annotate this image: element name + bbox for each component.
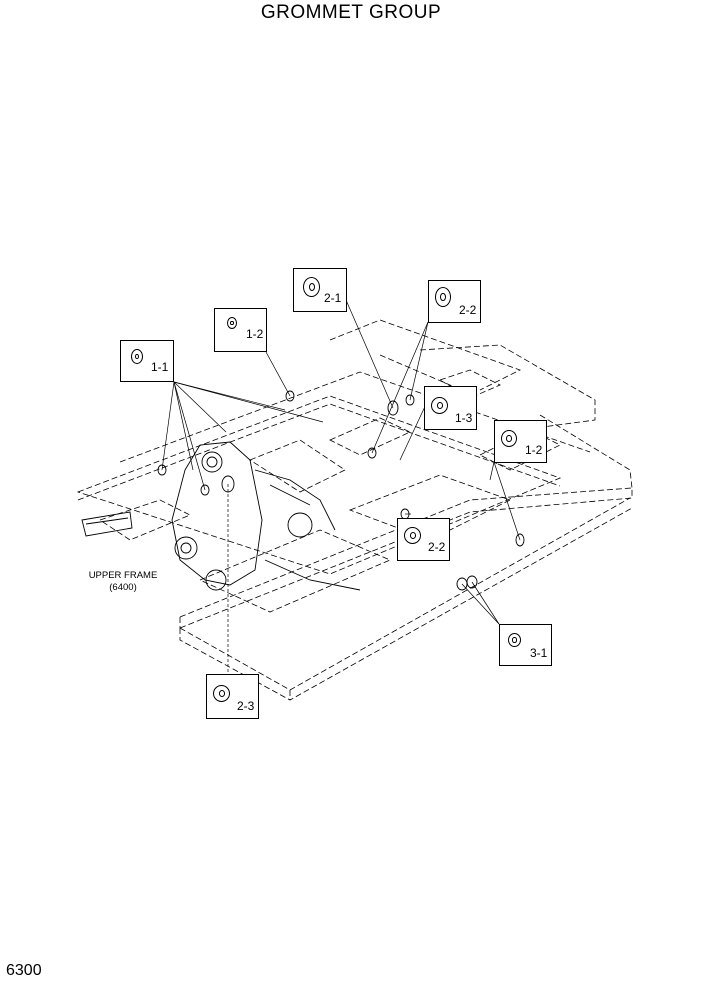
grommet-icon	[131, 349, 143, 364]
callout-2-2-bottom[interactable]: 2-2	[397, 518, 450, 561]
callout-code: 2-3	[237, 699, 255, 713]
grommet-icon	[508, 633, 521, 647]
callout-3-1[interactable]: 3-1	[499, 624, 552, 666]
callout-code: 2-1	[324, 291, 342, 305]
upper-frame-label: UPPER FRAME (6400)	[78, 570, 168, 594]
grommet-icon	[435, 287, 451, 307]
callout-code: 1-2	[246, 327, 264, 341]
callout-code: 1-1	[151, 360, 169, 374]
grommet-icon	[501, 430, 517, 447]
callout-code: 2-2	[428, 540, 446, 554]
callout-code: 3-1	[530, 646, 548, 660]
callout-1-1[interactable]: 1-1	[120, 340, 174, 382]
grommet-icon	[303, 277, 320, 297]
page-title: GROMMET GROUP	[260, 2, 442, 23]
page-number: 6300	[6, 962, 42, 979]
leader-lines	[161, 299, 521, 672]
callout-1-2-left[interactable]: 1-2	[214, 308, 267, 352]
callout-1-2-right[interactable]: 1-2	[494, 420, 547, 463]
callout-code: 1-3	[455, 411, 473, 425]
callout-code: 2-2	[459, 303, 477, 317]
grommet-icon	[404, 527, 421, 544]
callout-1-3[interactable]: 1-3	[424, 386, 477, 430]
callout-2-1[interactable]: 2-1	[293, 268, 347, 312]
grommet-icon	[213, 685, 230, 702]
callout-2-2-top[interactable]: 2-2	[428, 280, 481, 323]
callout-2-3[interactable]: 2-3	[206, 674, 259, 719]
frame-part-number: (6400)	[109, 582, 137, 593]
boom-mount	[81, 441, 361, 591]
frame-name: UPPER FRAME	[88, 570, 158, 581]
grommet-icon	[431, 397, 448, 414]
callout-code: 1-2	[525, 443, 543, 457]
grommet-icon	[227, 317, 237, 329]
